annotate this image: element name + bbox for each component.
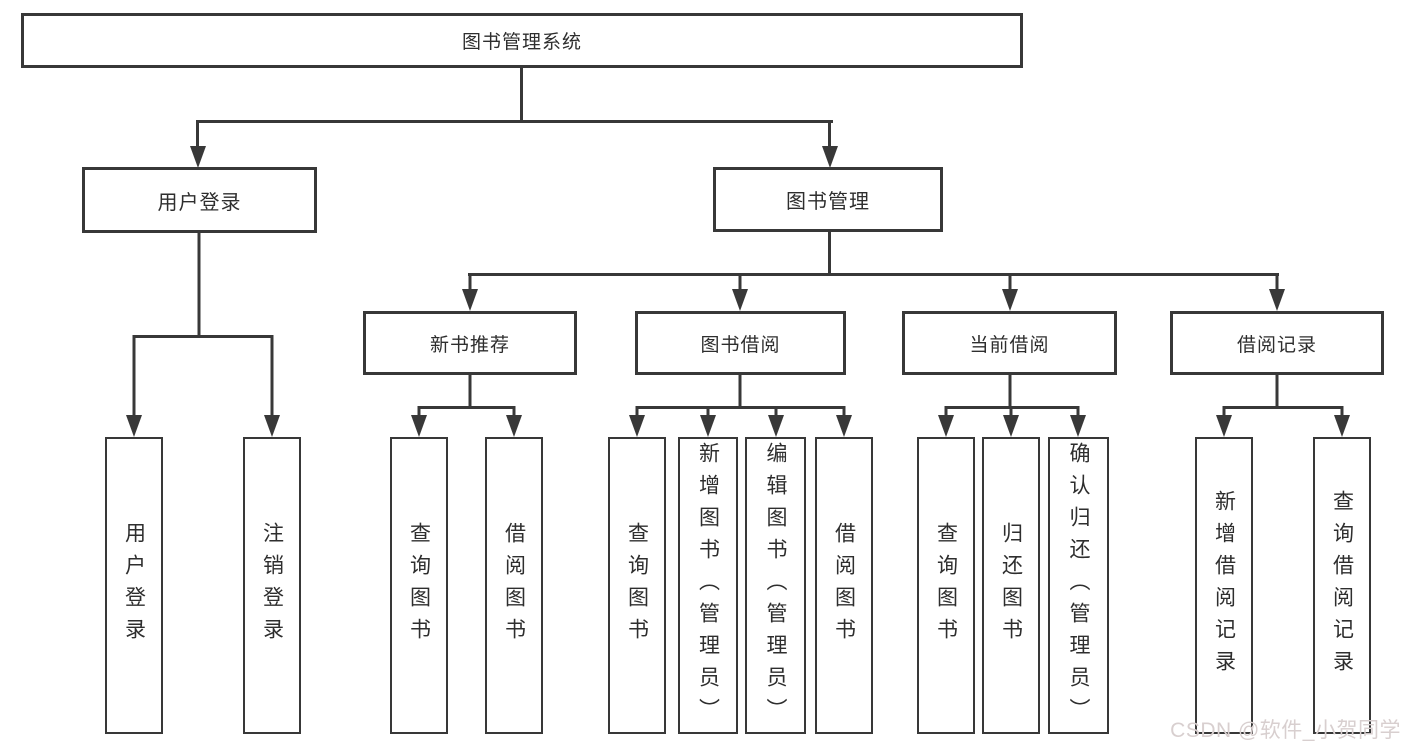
leaf-label: 新增借阅记录 [1212, 489, 1236, 682]
leaf-label: 新增图书（管理员） [696, 441, 720, 730]
arrow-down-icon [1334, 415, 1350, 437]
arrow-down-icon [629, 415, 645, 437]
leaf-label: 确认归还（管理员） [1067, 441, 1090, 730]
node-label: 新书推荐 [429, 334, 510, 356]
arrow-down-icon [506, 415, 522, 437]
leaf-borrow-borrow-books: 借阅图书 [815, 437, 873, 734]
node-root-library-system: 图书管理系统 [21, 13, 1023, 68]
connector-currentborrow-to-leaves [944, 375, 1080, 418]
leaf-confirm-return-admin: 确认归还（管理员） [1048, 437, 1109, 734]
leaf-query-borrow-record: 查询借阅记录 [1313, 437, 1371, 734]
leaf-label: 借阅图书 [502, 521, 526, 650]
leaf-newbook-borrow-books: 借阅图书 [485, 437, 543, 734]
arrow-down-icon [462, 289, 478, 311]
connector-root-to-level2 [196, 68, 833, 150]
node-user-login: 用户登录 [82, 167, 317, 233]
node-label: 用户登录 [157, 191, 242, 214]
leaf-label: 查询图书 [407, 521, 431, 650]
leaf-edit-books-admin: 编辑图书（管理员） [745, 437, 806, 734]
arrow-down-icon [700, 415, 716, 437]
node-book-borrow: 图书借阅 [635, 311, 846, 375]
connector-userlogin-to-leaves [132, 233, 274, 418]
node-label: 图书借阅 [700, 334, 781, 356]
arrow-down-icon [768, 415, 784, 437]
connector-bookmgmt-to-level3 [468, 232, 1279, 293]
node-label: 图书管理系统 [461, 32, 582, 53]
leaf-user-login: 用户登录 [105, 437, 163, 734]
leaf-add-borrow-record: 新增借阅记录 [1195, 437, 1253, 734]
arrow-down-icon [411, 415, 427, 437]
leaf-label: 查询借阅记录 [1330, 489, 1354, 682]
arrow-down-icon [938, 415, 954, 437]
leaf-current-query-books: 查询图书 [917, 437, 975, 734]
node-borrow-records: 借阅记录 [1170, 311, 1384, 375]
csdn-watermark: CSDN @软件_小贺同学 [1170, 719, 1401, 742]
arrow-down-icon [126, 415, 142, 437]
connector-records-to-leaves [1222, 375, 1344, 418]
leaf-borrow-query-books: 查询图书 [608, 437, 666, 734]
arrowheads [126, 146, 1350, 437]
node-current-borrow: 当前借阅 [902, 311, 1117, 375]
leaf-logout: 注销登录 [243, 437, 301, 734]
node-label: 当前借阅 [969, 334, 1050, 356]
node-new-book-recommend: 新书推荐 [363, 311, 577, 375]
arrow-down-icon [190, 146, 206, 168]
arrow-down-icon [836, 415, 852, 437]
leaf-label: 注销登录 [260, 521, 284, 650]
node-label: 借阅记录 [1236, 334, 1317, 356]
node-book-management: 图书管理 [713, 167, 943, 232]
arrow-down-icon [822, 146, 838, 168]
connector-newbook-to-leaves [417, 375, 516, 418]
node-label: 图书管理 [786, 191, 870, 213]
leaf-return-books: 归还图书 [982, 437, 1040, 734]
arrow-down-icon [1216, 415, 1232, 437]
leaf-label: 归还图书 [999, 521, 1023, 650]
leaf-add-books-admin: 新增图书（管理员） [678, 437, 738, 734]
arrow-down-icon [264, 415, 280, 437]
leaf-label: 查询图书 [625, 521, 649, 650]
arrow-down-icon [732, 289, 748, 311]
arrow-down-icon [1269, 289, 1285, 311]
arrow-down-icon [1002, 289, 1018, 311]
leaf-label: 借阅图书 [832, 521, 856, 650]
leaf-label: 查询图书 [934, 521, 958, 650]
arrow-down-icon [1003, 415, 1019, 437]
arrow-down-icon [1070, 415, 1086, 437]
leaf-label: 用户登录 [122, 521, 146, 650]
leaf-label: 编辑图书（管理员） [764, 441, 787, 730]
leaf-newbook-query-books: 查询图书 [390, 437, 448, 734]
connector-bookborrow-to-leaves [635, 375, 846, 418]
